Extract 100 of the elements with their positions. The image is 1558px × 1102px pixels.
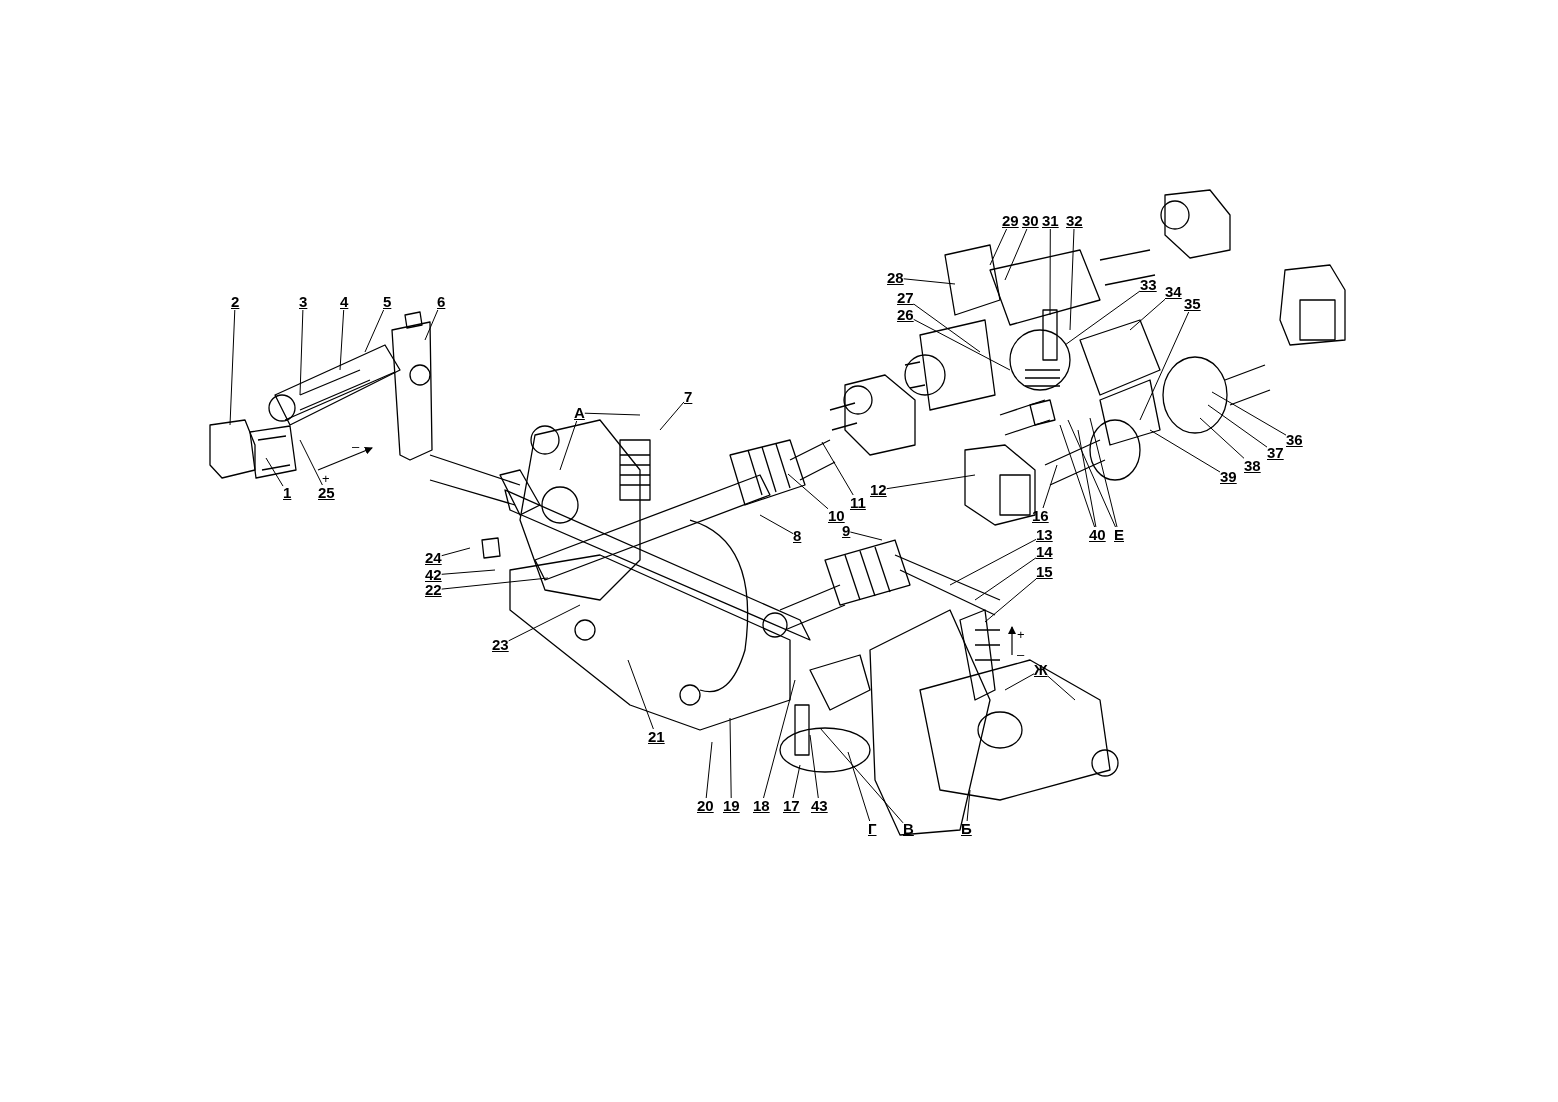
leader-line [966,789,971,822]
callout-number: 25 [318,485,335,501]
leader-line [1069,228,1075,331]
callout-number: 32 [1066,213,1083,229]
leader-line [759,514,794,535]
callout-number: 23 [492,637,509,653]
leader-line [913,303,981,353]
leader-line [1064,290,1141,346]
callout-number: В [903,821,914,837]
leader-line [1077,429,1097,528]
leader-line [705,741,713,799]
leader-line [559,420,578,471]
callout-number: 31 [1042,213,1059,229]
callout-number: 34 [1165,284,1182,300]
leader-line [508,604,581,642]
callout-number: 16 [1032,508,1049,524]
leader-line [949,538,1037,586]
callout-number: Е [1114,527,1124,543]
leader-line [627,659,654,730]
leader-line [763,679,796,799]
callout-number: Г [868,821,877,837]
leader-line [821,441,854,496]
callout-number: 19 [723,798,740,814]
leader-line [441,547,471,557]
callout-number: 29 [1002,213,1019,229]
leader-line [913,318,1011,371]
leader-line [1207,404,1268,448]
leader-line [1129,298,1166,331]
leader-line [1149,429,1221,473]
callout-number: 28 [887,270,904,286]
leader-line [265,457,284,487]
leader-line [1004,673,1035,691]
callout-number: 42 [425,567,442,583]
leader-line [299,439,323,486]
callout-number: 1 [283,485,292,501]
leader-line [424,309,439,341]
leader-line [441,569,496,575]
callout-number: 43 [811,798,828,814]
leader-line [364,309,385,353]
leader-line [1067,419,1116,528]
leader-line [886,474,976,490]
direction-sign: + [322,472,330,486]
callout-number: Ж [1034,662,1048,678]
callout-number: 40 [1089,527,1106,543]
callout-number: 3 [299,294,308,310]
callout-number: 27 [897,290,914,306]
direction-sign: – [1017,648,1025,662]
leader-line [1089,417,1118,528]
callout-number: 15 [1036,564,1053,580]
callout-number: 14 [1036,544,1053,560]
callout-number: 5 [383,294,392,310]
leader-line [1004,228,1028,281]
callout-number: 36 [1286,432,1303,448]
leader-line [847,751,871,822]
leader-line [1047,675,1076,701]
direction-sign: + [1017,628,1025,642]
leader-line [1059,424,1096,528]
leader-line [339,309,345,371]
leader-line [792,764,801,799]
callout-number: 9 [842,523,851,539]
callout-number: 35 [1184,296,1201,312]
callout-number: 38 [1244,458,1261,474]
leader-line [809,734,819,799]
leader-line [584,412,641,416]
leader-line [974,557,1037,601]
direction-sign: – [352,440,360,454]
leader-line [819,727,904,824]
callout-number: Б [961,821,972,837]
callout-number: 4 [340,294,349,310]
leader-line [441,577,549,590]
callout-number: 12 [870,482,887,498]
callout-number: 24 [425,550,442,566]
leader-line [1042,464,1058,509]
callout-number: 30 [1022,213,1039,229]
leader-line [903,278,956,285]
callout-number: 17 [783,798,800,814]
callout-number: 10 [828,508,845,524]
callout-number: 22 [425,582,442,598]
callout-number: 39 [1220,469,1237,485]
callout-number: 21 [648,729,665,745]
callout-number: 37 [1267,445,1284,461]
callout-number: 26 [897,307,914,323]
callout-number: 8 [793,528,802,544]
leader-line [849,531,883,541]
leader-line [1139,311,1190,421]
leader-line [299,309,304,396]
leader-line [729,717,732,799]
leader-line [787,473,829,510]
leader-line [1199,417,1245,459]
leader-line [1211,391,1287,436]
leader-line [659,401,685,431]
callout-number: 33 [1140,277,1157,293]
callout-number: 2 [231,294,240,310]
callout-number: 18 [753,798,770,814]
leader-line [1049,228,1051,316]
leader-line [989,228,1008,266]
leader-line [229,309,236,426]
callout-number: 6 [437,294,446,310]
callout-number: 7 [684,389,693,405]
leader-line [984,578,1037,623]
